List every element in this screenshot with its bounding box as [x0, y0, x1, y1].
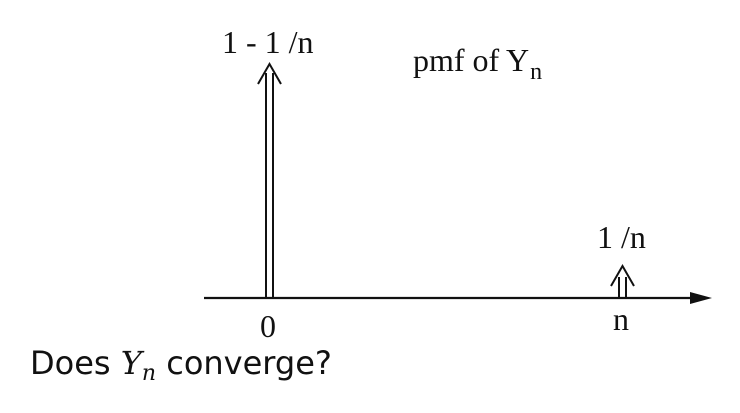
- title-subscript: n: [530, 59, 543, 85]
- question-suffix: converge?: [156, 344, 332, 382]
- axis-label-zero: 0: [260, 308, 276, 344]
- axis-label-n: n: [613, 301, 629, 337]
- title-main: pmf of Y: [413, 42, 530, 78]
- diagram-title: pmf of Yn: [413, 44, 542, 84]
- x-axis-arrowhead: [690, 292, 712, 304]
- impulse-n-probability-label: 1 /n: [597, 219, 646, 255]
- convergence-question: Does Yn converge?: [30, 347, 332, 385]
- question-variable-subscript: n: [141, 361, 157, 386]
- impulse-at-zero: [257, 61, 282, 298]
- question-prefix: Does: [30, 344, 121, 382]
- question-variable: Y: [120, 344, 142, 382]
- impulse-at-n: [610, 263, 635, 298]
- impulse-zero-probability-label: 1 - 1 /n: [222, 24, 314, 60]
